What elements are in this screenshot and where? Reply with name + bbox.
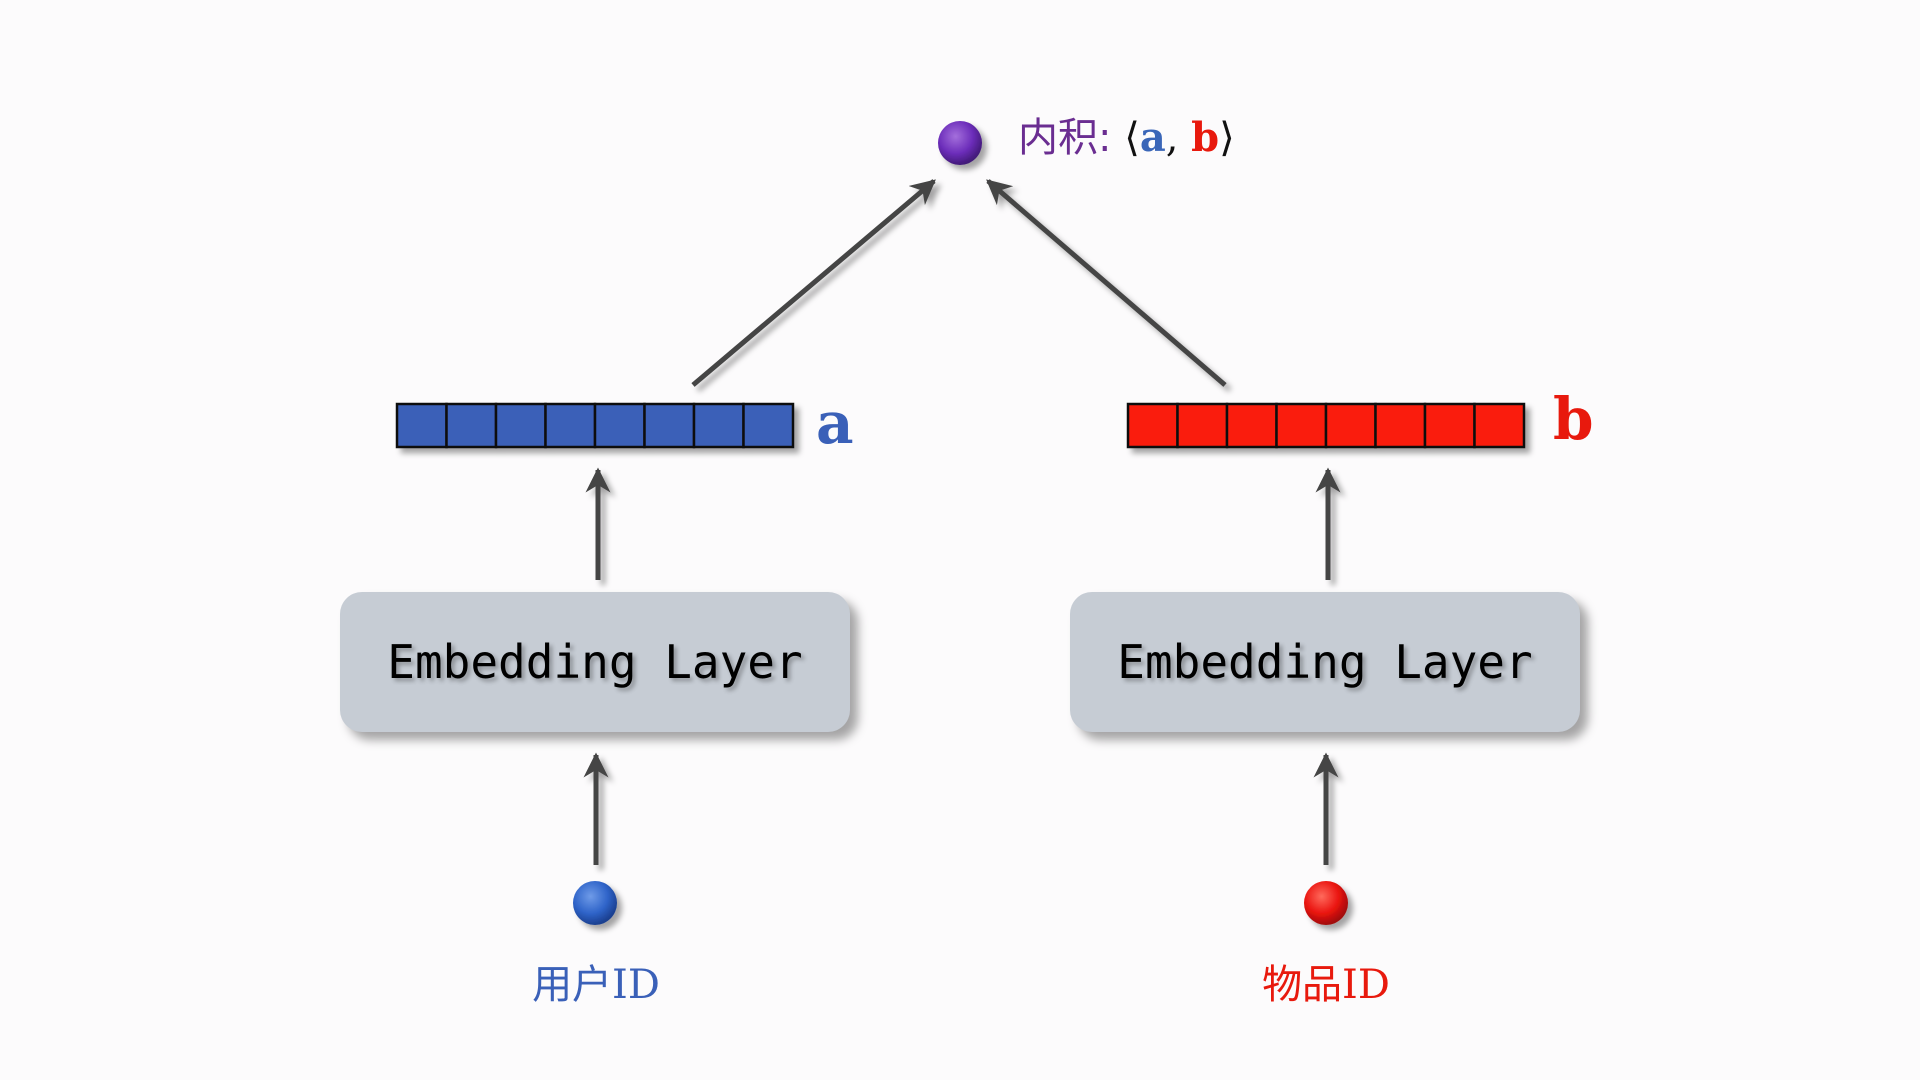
open-bracket: ⟨ bbox=[1124, 115, 1140, 161]
vector-b-cell bbox=[1423, 402, 1476, 449]
vector-a-cell bbox=[742, 402, 795, 449]
item-node-icon bbox=[1304, 881, 1348, 925]
inner-product-a: a bbox=[1139, 114, 1166, 161]
arrow-b-to-output bbox=[986, 179, 1227, 387]
vector-b bbox=[1126, 402, 1526, 449]
close-bracket: ⟩ bbox=[1219, 115, 1235, 161]
vector-a-cell bbox=[445, 402, 498, 449]
user-node-icon bbox=[573, 881, 617, 925]
vector-a-cell bbox=[692, 402, 745, 449]
user-id-label: 用户ID bbox=[532, 962, 660, 1008]
vector-a-cell bbox=[593, 402, 646, 449]
left-embedding-layer: Embedding Layer bbox=[340, 592, 850, 732]
item-id-label: 物品ID bbox=[1262, 962, 1390, 1008]
left-embedding-layer-label: Embedding Layer bbox=[387, 635, 803, 689]
vector-b-cell bbox=[1176, 402, 1229, 449]
vector-b-cell bbox=[1126, 402, 1179, 449]
vector-b-cell bbox=[1324, 402, 1377, 449]
vector-a-cell bbox=[494, 402, 547, 449]
vector-a-cell bbox=[544, 402, 597, 449]
vector-a-cell bbox=[395, 402, 448, 449]
vector-b-label: b bbox=[1553, 385, 1594, 453]
vector-a-cell bbox=[643, 402, 696, 449]
vector-a bbox=[395, 402, 795, 449]
inner-product-b: b bbox=[1191, 114, 1220, 161]
right-embedding-layer-label: Embedding Layer bbox=[1117, 635, 1533, 689]
vector-a-label: a bbox=[816, 389, 854, 457]
vector-b-cell bbox=[1275, 402, 1328, 449]
vector-b-cell bbox=[1225, 402, 1278, 449]
arrow-a-to-output bbox=[691, 179, 936, 387]
inner-product-text: 内积: bbox=[1018, 115, 1112, 161]
inner-product-label: 内积: ⟨a, b⟩ bbox=[1018, 115, 1235, 161]
comma: , bbox=[1165, 115, 1179, 161]
right-embedding-layer: Embedding Layer bbox=[1070, 592, 1580, 732]
output-node-icon bbox=[938, 121, 982, 165]
vector-b-cell bbox=[1374, 402, 1427, 449]
vector-b-cell bbox=[1473, 402, 1526, 449]
